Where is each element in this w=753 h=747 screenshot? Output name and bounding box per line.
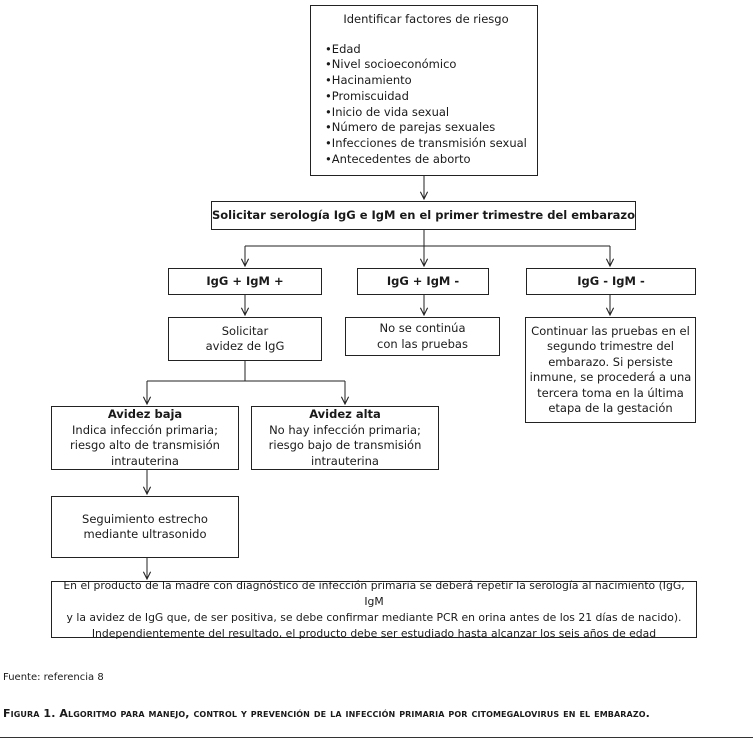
stop-testing-box: No se continúa con las pruebas bbox=[345, 317, 500, 356]
risk-factors-box: Identificar factores de riesgo Edad Nive… bbox=[310, 5, 538, 176]
serology-text: Solicitar serología IgG e IgM en el prim… bbox=[212, 207, 635, 222]
low-avidity-box: Avidez baja Indica infección primaria; r… bbox=[51, 406, 239, 470]
final-note-box: En el producto de la madre con diagnósti… bbox=[51, 578, 697, 640]
risk-factors-list: Edad Nivel socioeconómico Hacinamiento P… bbox=[325, 42, 527, 168]
figure-caption: Figura 1. Algoritmo para manejo, control… bbox=[3, 707, 650, 720]
followup-line: Seguimiento estrecho bbox=[82, 511, 208, 526]
high-avidity-box: Avidez alta No hay infección primaria; r… bbox=[251, 406, 439, 470]
followup-line: mediante ultrasonido bbox=[83, 527, 207, 541]
final-note-line: Independientemente del resultado, el pro… bbox=[91, 626, 657, 640]
risk-item: Edad bbox=[325, 42, 527, 58]
serology-box: Solicitar serología IgG e IgM en el prim… bbox=[211, 201, 636, 230]
high-avidity-title: Avidez alta bbox=[309, 407, 381, 421]
branch-igg-pos-igm-neg: IgG + IgM - bbox=[357, 268, 489, 295]
risk-item: Nivel socioeconómico bbox=[325, 57, 527, 73]
continue-testing-box: Continuar las pruebas en el segundo trim… bbox=[525, 317, 696, 423]
branch-label: IgG + IgM - bbox=[386, 273, 460, 288]
action-line: avidez de IgG bbox=[205, 339, 285, 353]
low-avidity-title: Avidez baja bbox=[107, 407, 183, 421]
risk-item: Antecedentes de aborto bbox=[325, 152, 527, 168]
branch-label: IgG + IgM + bbox=[206, 273, 284, 288]
risk-factors-title: Identificar factores de riesgo bbox=[343, 12, 509, 26]
risk-item: Inicio de vida sexual bbox=[325, 105, 527, 121]
branch-label: IgG - IgM - bbox=[577, 273, 645, 288]
low-avidity-text: Indica infección primaria; riesgo alto d… bbox=[70, 422, 220, 468]
bottom-rule bbox=[0, 737, 753, 738]
risk-item: Hacinamiento bbox=[325, 73, 527, 89]
risk-item: Número de parejas sexuales bbox=[325, 120, 527, 136]
branch-igg-pos-igm-pos: IgG + IgM + bbox=[168, 268, 322, 295]
risk-item: Infecciones de transmisión sexual bbox=[325, 136, 527, 152]
risk-item: Promiscuidad bbox=[325, 89, 527, 105]
source-note: Fuente: referencia 8 bbox=[3, 672, 104, 683]
request-avidity-box: Solicitar avidez de IgG bbox=[168, 317, 322, 361]
branch-igg-neg-igm-neg: IgG - IgM - bbox=[526, 268, 696, 295]
action-line: Solicitar bbox=[221, 323, 269, 338]
final-note-line: En el producto de la madre con diagnósti… bbox=[63, 578, 685, 608]
final-note-line: y la avidez de IgG que, de ser positiva,… bbox=[66, 610, 682, 624]
ultrasound-followup-box: Seguimiento estrecho mediante ultrasonid… bbox=[51, 496, 239, 558]
action-line: con las pruebas bbox=[377, 336, 468, 351]
high-avidity-text: No hay infección primaria; riesgo bajo d… bbox=[268, 422, 422, 468]
action-line: No se continúa bbox=[379, 321, 466, 335]
continue-testing-text: Continuar las pruebas en el segundo trim… bbox=[529, 323, 692, 416]
